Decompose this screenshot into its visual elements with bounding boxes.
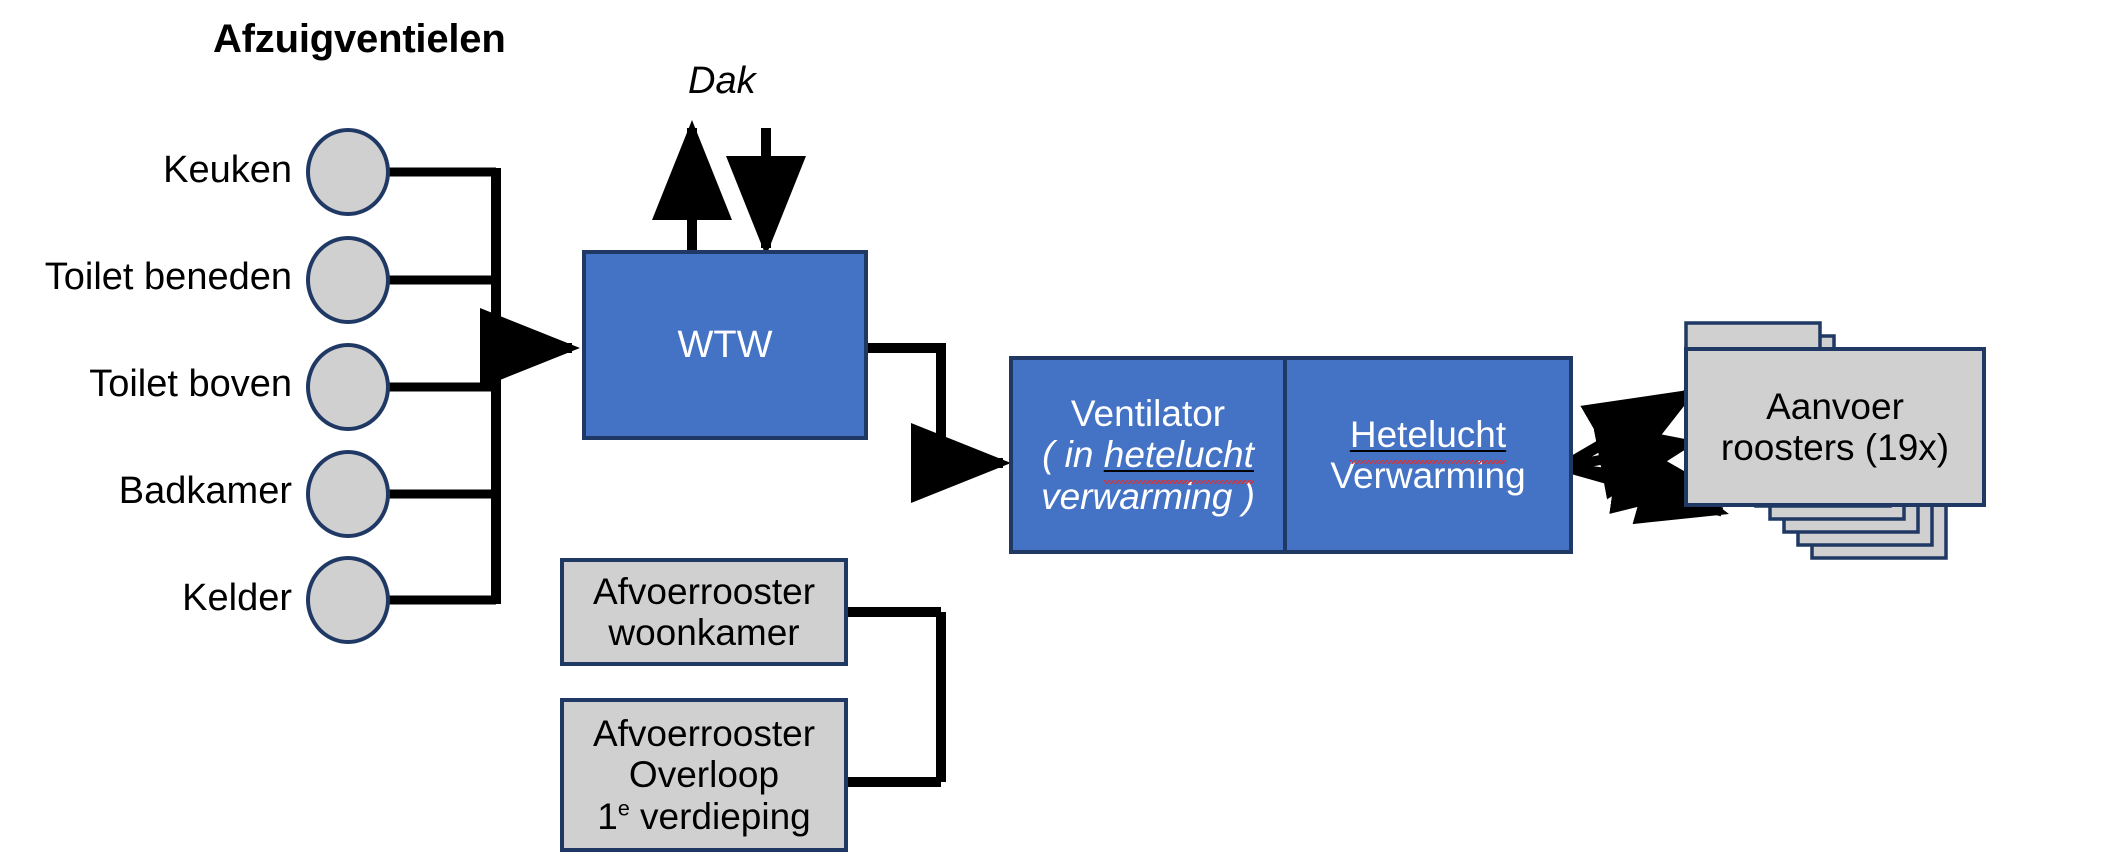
valve-circle-kelder[interactable] (306, 556, 390, 644)
valve-circle-toilet-boven[interactable] (306, 343, 390, 431)
valve-circle-toilet-beneden[interactable] (306, 236, 390, 324)
afvoerrooster-overloop-box[interactable] (560, 698, 848, 852)
extract-valve-shapes (306, 128, 390, 644)
valve-circle-badkamer[interactable] (306, 450, 390, 538)
valve-circle-keuken[interactable] (306, 128, 390, 216)
aanvoer-roosters-box[interactable] (1684, 347, 1986, 507)
valve-label-kelder: Kelder (182, 577, 292, 619)
valve-label-toilet-beneden: Toilet beneden (44, 256, 292, 298)
page-title: Afzuigventielen (213, 17, 506, 61)
arrow-wtw-to-ventilator (866, 343, 1012, 503)
ventilator-heating-box[interactable] (1009, 356, 1573, 554)
dak-label: Dak (688, 60, 756, 102)
valve-label-toilet-boven: Toilet boven (89, 363, 292, 405)
valve-label-badkamer: Badkamer (118, 470, 292, 512)
supply-fan-arrows (1560, 388, 1729, 525)
valve-connector-lines (388, 167, 496, 605)
wtw-box[interactable] (582, 250, 868, 440)
afvoerrooster-woonkamer-box[interactable] (560, 558, 848, 666)
valve-label-keuken: Keuken (163, 149, 292, 191)
